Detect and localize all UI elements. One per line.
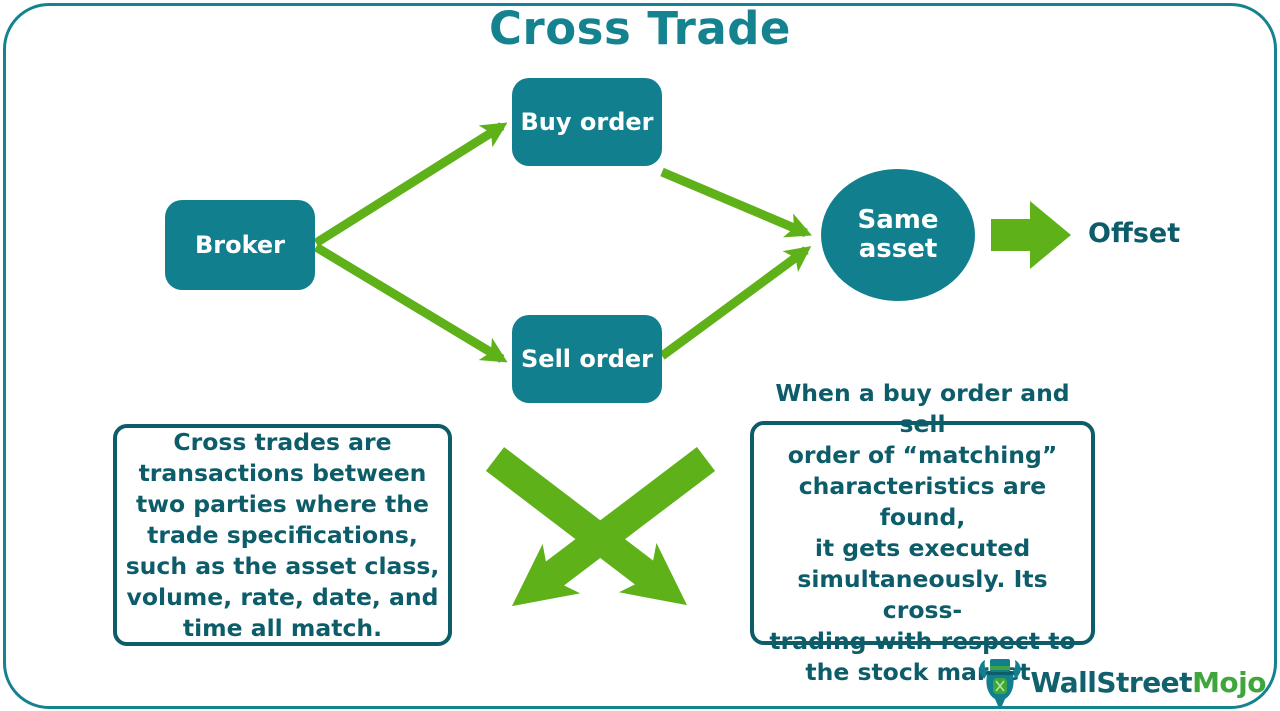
logo-text-mojo: Mojo: [1192, 665, 1266, 699]
offset-arrow-icon: [991, 201, 1071, 269]
node-sell-order: Sell order: [512, 315, 662, 403]
left-note-text: Cross trades are transactions between tw…: [125, 427, 440, 642]
right-note-text: When a buy order and sell order of “matc…: [769, 379, 1076, 686]
buy-order-label: Buy order: [520, 108, 654, 136]
arrow-broker-to-buy: [313, 122, 508, 247]
node-broker: Broker: [165, 200, 315, 290]
left-note-box: Cross trades are transactions between tw…: [113, 424, 452, 646]
right-note-box: When a buy order and sell order of “matc…: [750, 379, 1095, 686]
bull-mascot-icon: [979, 659, 1021, 706]
same-asset-label: Same asset: [857, 205, 939, 264]
arrow-broker-to-sell: [313, 243, 508, 363]
cross-arrows-icon: [485, 447, 716, 607]
logo-text: WallStreetMojo: [1030, 666, 1266, 699]
node-same-asset: Same asset: [821, 169, 975, 301]
logo-text-wallstreet: WallStreet: [1030, 665, 1193, 699]
broker-label: Broker: [194, 231, 286, 259]
wallstreetmojo-logo: WallStreetMojo: [974, 657, 1266, 707]
offset-label: Offset: [1088, 218, 1181, 249]
node-buy-order: Buy order: [512, 78, 662, 166]
page-title: Cross Trade: [489, 2, 791, 55]
arrow-buy-to-asset: [660, 167, 812, 238]
arrow-sell-to-asset: [659, 246, 812, 360]
sell-order-label: Sell order: [521, 345, 653, 373]
